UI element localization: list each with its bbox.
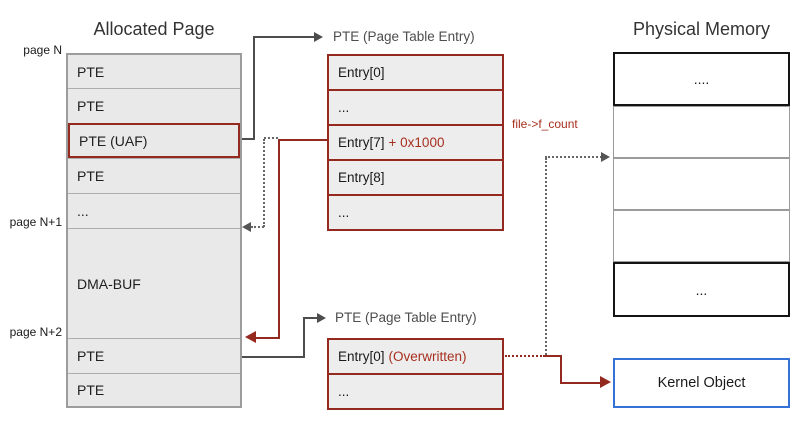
red-arrow-entry7-to-page-n2-seg [278, 139, 327, 141]
arrowhead-right-icon [600, 376, 611, 388]
physical-memory-row-dots: ... [613, 262, 790, 317]
kernel-object-box: Kernel Object [613, 358, 790, 408]
allocated-page-row-pte: PTE [68, 338, 240, 373]
pte-entry-row-overwritten: Entry[0](Overwritten) [329, 340, 502, 373]
arrow-uaf-to-pte-top-seg [253, 37, 255, 140]
dotted-arrow-page-n1-seg [263, 139, 265, 227]
allocated-page-row-pte-uaf: PTE (UAF) [68, 123, 240, 158]
dotted-arrow-to-physical-memory-seg [545, 158, 547, 355]
entry0-label: Entry[0] [338, 349, 385, 364]
allocated-page-title: Allocated Page [93, 19, 215, 39]
allocated-page-row-ellipsis: ... [68, 193, 240, 228]
pte-entry-row-7: Entry[7]+ 0x1000 [329, 124, 502, 159]
page-n1-label: page N+1 [9, 215, 62, 229]
arrow-pte-to-pte-bottom-seg [242, 356, 305, 358]
physical-memory-row-empty [613, 210, 790, 262]
pte-table-bottom-title: PTE (Page Table Entry) [335, 310, 477, 325]
red-arrow-overwritten-to-kernel-seg [505, 355, 545, 357]
allocated-page-row-pte: PTE [68, 55, 240, 88]
pte-entry-row: Entry[0] [329, 56, 502, 89]
pte-entry-row-ellipsis: ... [329, 194, 502, 229]
red-arrow-entry7-to-page-n2-seg [278, 141, 280, 338]
red-arrow-overwritten-to-kernel-seg [544, 355, 562, 357]
arrow-uaf-to-pte-top-seg [253, 36, 315, 38]
dotted-arrow-to-physical-memory-seg [545, 156, 602, 158]
file-fcount-label: file->f_count [512, 117, 578, 131]
allocated-page-table: PTE PTE PTE (UAF) PTE ... DMA-BUF PTE PT… [66, 53, 242, 408]
physical-memory-row-dots: .... [613, 52, 790, 106]
arrow-pte-to-pte-bottom-seg [303, 318, 305, 358]
pte-table-bottom: Entry[0](Overwritten) ... [327, 338, 504, 410]
arrow-uaf-to-pte-top-seg [242, 138, 255, 140]
physical-memory-title: Physical Memory [632, 19, 771, 39]
red-arrow-entry7-to-page-n2-seg [256, 337, 280, 339]
arrow-pte-to-pte-bottom-seg [303, 317, 318, 319]
arrowhead-left-icon [245, 331, 256, 343]
allocated-page-row-pte: PTE [68, 88, 240, 123]
pte-table-top: Entry[0] ... Entry[7]+ 0x1000 Entry[8] .… [327, 54, 504, 231]
allocated-page-row-dma-buf: DMA-BUF [68, 228, 240, 338]
arrowhead-right-icon [601, 152, 610, 162]
pte-table-top-title: PTE (Page Table Entry) [333, 29, 475, 44]
entry7-label: Entry[7] [338, 135, 385, 150]
page-n-label: page N [23, 43, 62, 57]
physical-memory-row-empty [613, 158, 790, 210]
dotted-arrow-page-n1-seg [251, 226, 264, 228]
allocated-page-row-pte: PTE [68, 158, 240, 193]
pte-entry-row: Entry[8] [329, 159, 502, 194]
allocated-page-row-pte: PTE [68, 373, 240, 406]
entry7-offset-label: + 0x1000 [388, 135, 445, 150]
arrowhead-left-icon [242, 222, 251, 232]
pte-entry-row-ellipsis: ... [329, 89, 502, 124]
page-n2-label: page N+2 [9, 325, 62, 339]
arrowhead-right-icon [317, 313, 326, 323]
physical-memory-row-empty [613, 106, 790, 158]
red-arrow-overwritten-to-kernel-seg [560, 355, 562, 384]
arrowhead-right-icon [314, 32, 323, 42]
pte-entry-row-ellipsis: ... [329, 373, 502, 408]
entry0-overwritten-label: (Overwritten) [388, 349, 467, 364]
dotted-arrow-page-n1-seg [264, 137, 278, 139]
red-arrow-overwritten-to-kernel-seg [560, 382, 602, 384]
physical-memory-table: .... ... [613, 52, 790, 317]
